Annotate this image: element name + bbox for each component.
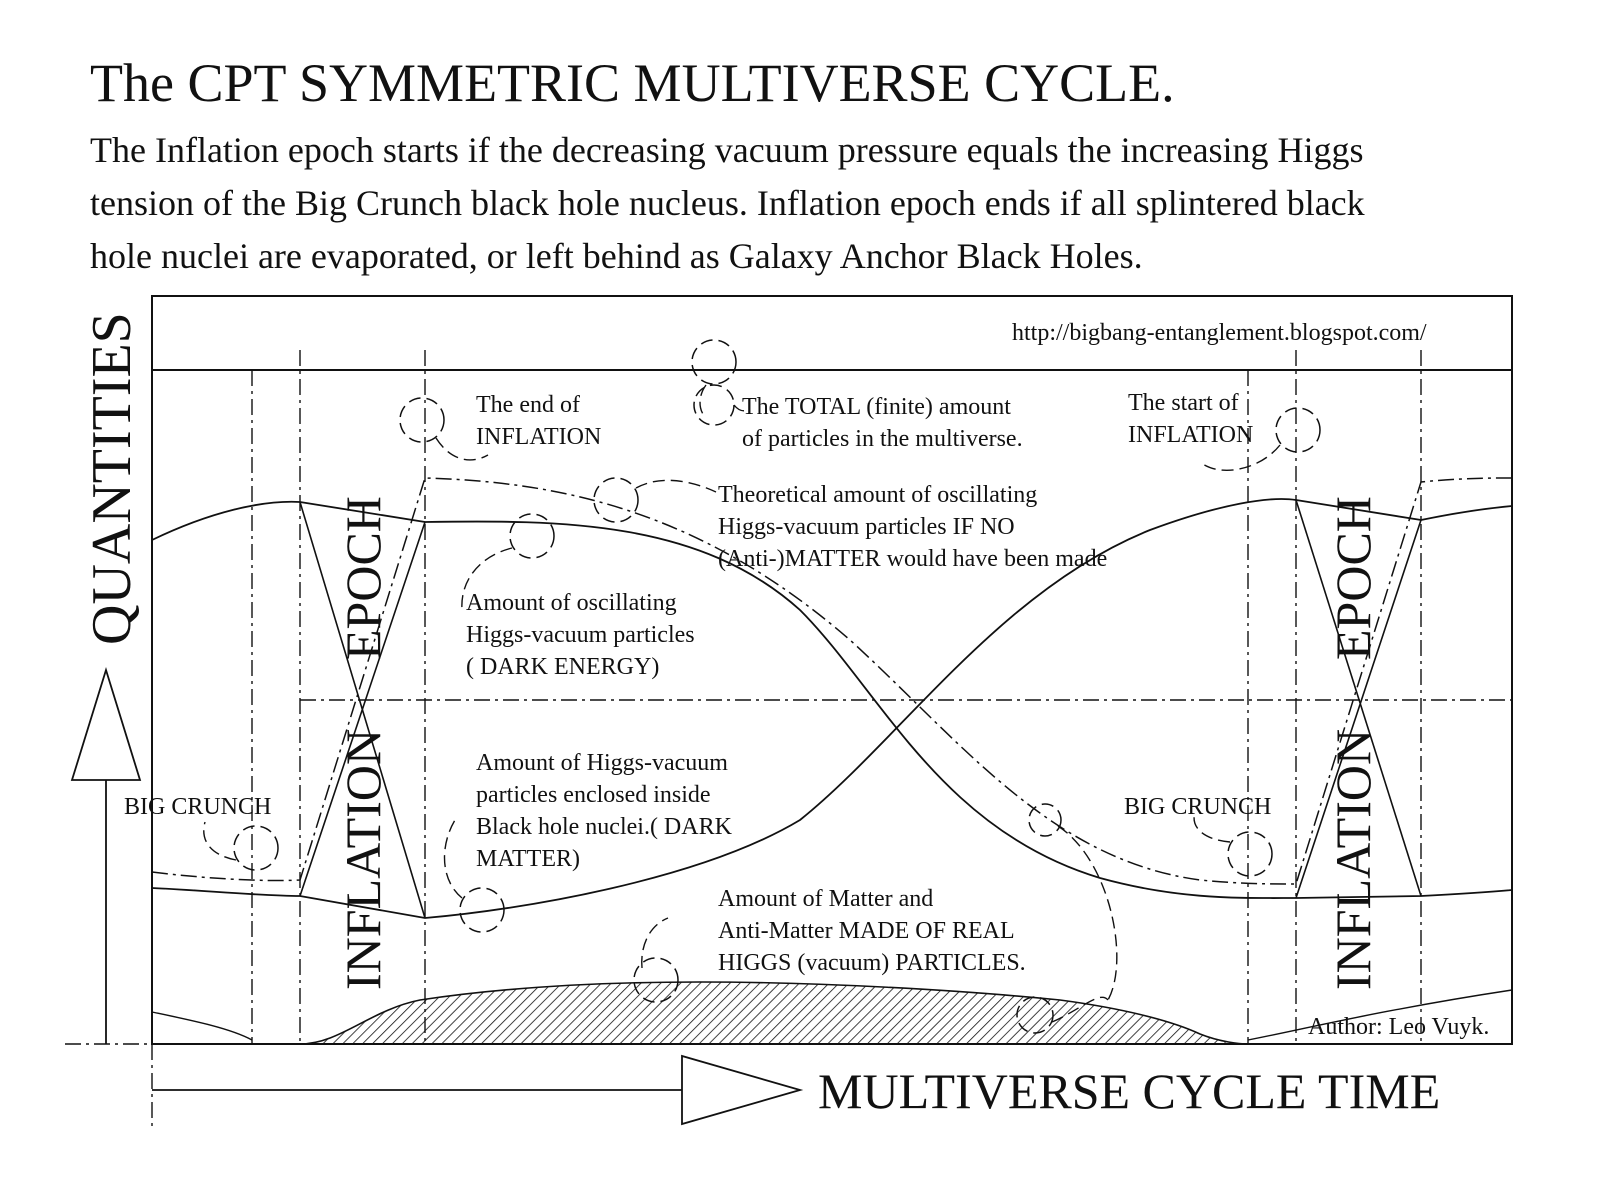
epoch-label-left: EPOCH <box>335 496 391 660</box>
matter-label: Amount of Matter and Anti-Matter MADE OF… <box>718 886 1026 976</box>
matter-area <box>299 981 1249 1045</box>
description-line: hole nuclei are evaporated, or left behi… <box>90 236 1143 276</box>
inflation-label-left: INFLATION <box>335 729 391 990</box>
big-crunch-label-left: BIG CRUNCH <box>124 794 271 820</box>
description-line: The Inflation epoch starts if the decrea… <box>90 130 1364 170</box>
description: The Inflation epoch starts if the decrea… <box>90 124 1510 283</box>
theoretical-amount-label: Theoretical amount of oscillating Higgs-… <box>718 482 1107 572</box>
x-axis-arrow <box>152 1054 804 1126</box>
dark-matter-label: Amount of Higgs-vacuum particles enclose… <box>476 750 738 872</box>
author-label: Author: Leo Vuyk. <box>1308 1014 1489 1040</box>
big-crunch-label-right: BIG CRUNCH <box>1124 794 1271 820</box>
y-axis-arrow <box>70 666 142 1044</box>
callout-leaders <box>203 384 1281 1023</box>
theoretical-curve <box>151 477 1513 885</box>
dark-energy-curve <box>151 500 1513 899</box>
page-title: The CPT SYMMETRIC MULTIVERSE CYCLE. <box>90 53 1175 113</box>
inflation-label-right: INFLATION <box>1325 729 1381 990</box>
callout-circles <box>233 339 1321 1034</box>
total-particles-label: The TOTAL (finite) amount of particles i… <box>742 394 1023 452</box>
url-label: http://bigbang-entanglement.blogspot.com… <box>1012 320 1427 346</box>
epoch-guides <box>65 350 1512 1130</box>
matter-baseline-curve <box>151 989 1513 1041</box>
start-of-inflation-label: The start of INFLATION <box>1128 390 1253 448</box>
x-axis-label: MULTIVERSE CYCLE TIME <box>818 1063 1440 1119</box>
description-line: tension of the Big Crunch black hole nuc… <box>90 183 1365 223</box>
epoch-label-right: EPOCH <box>1325 496 1381 660</box>
dark-energy-label: Amount of oscillating Higgs-vacuum parti… <box>466 590 701 680</box>
y-axis-label: QUANTITIES <box>81 312 143 645</box>
end-of-inflation-label: The end of INFLATION <box>476 392 601 450</box>
inflation-lines <box>299 499 1422 919</box>
